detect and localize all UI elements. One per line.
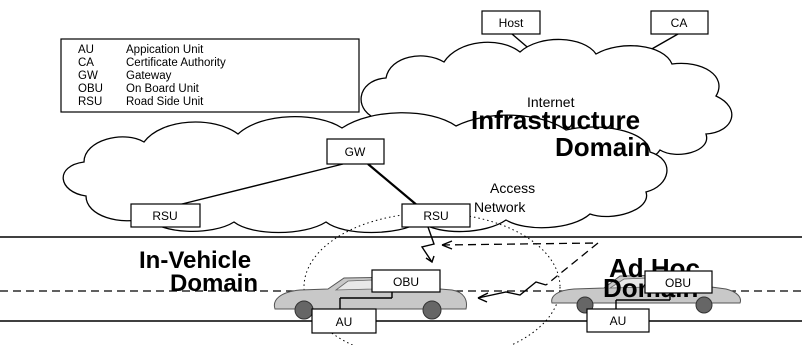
in-vehicle-domain-boundary xyxy=(303,212,561,345)
legend-abbr-gw: GW xyxy=(78,70,98,82)
car-left-wheel-rear xyxy=(422,300,442,320)
gw-node: GW xyxy=(326,138,385,165)
internet-label: Internet xyxy=(527,94,575,110)
ca-label: CA xyxy=(671,16,688,30)
access-network-cloud: Access Network xyxy=(62,112,668,234)
in-vehicle-domain-line2: Domain xyxy=(170,270,258,297)
rsu-obu-wireless-arrowhead xyxy=(425,255,435,264)
rsu-left-label: RSU xyxy=(152,209,177,223)
legend: AU Appication Unit CA Certificate Author… xyxy=(60,38,360,113)
infrastructure-domain-line1: Infrastructure xyxy=(471,105,640,135)
au-left-node: AU xyxy=(311,308,377,334)
legend-text-obu: On Board Unit xyxy=(126,83,200,95)
obu-left-node: OBU xyxy=(371,269,441,293)
rsu-left-node: RSU xyxy=(130,203,201,228)
car-left-wheel-front xyxy=(294,300,314,320)
gw-rsu-right-link xyxy=(367,163,419,207)
legend-frame xyxy=(60,38,360,113)
legend-text-gw: Gateway xyxy=(126,70,172,82)
legend-text-au: Appication Unit xyxy=(126,44,204,56)
infrastructure-domain-label: Infrastructure Domain xyxy=(471,105,650,162)
host-label: Host xyxy=(499,16,524,30)
gw-rsu-left-link xyxy=(177,163,344,206)
rsu-right-node: RSU xyxy=(401,203,471,228)
legend-text-ca: Certificate Authority xyxy=(126,57,226,69)
ad-hoc-link xyxy=(441,240,599,303)
rsu-obu-wireless-link xyxy=(420,226,435,263)
in-vehicle-domain-line1: In-Vehicle xyxy=(139,247,251,274)
access-network-label-line2: Network xyxy=(474,199,526,215)
legend-abbr-obu: OBU xyxy=(78,83,103,95)
au-right-node: AU xyxy=(586,308,650,333)
infrastructure-domain-line2: Domain xyxy=(555,132,650,162)
access-network-label-line1: Access xyxy=(490,180,535,196)
legend-abbr-au: AU xyxy=(78,44,94,56)
rsu-right-label: RSU xyxy=(423,209,448,223)
obu-left-label: OBU xyxy=(393,275,419,289)
au-left-label: AU xyxy=(336,315,353,329)
legend-text-rsu: Road Side Unit xyxy=(126,96,204,108)
au-right-label: AU xyxy=(610,314,627,328)
legend-abbr-rsu: RSU xyxy=(78,96,102,108)
car-right-wheel-rear xyxy=(695,296,713,314)
legend-abbr-ca: CA xyxy=(78,57,94,69)
obu-right-label: OBU xyxy=(665,276,691,290)
ca-node: CA xyxy=(650,10,709,35)
obu-right-node: OBU xyxy=(644,270,713,294)
gw-label: GW xyxy=(345,145,366,159)
in-vehicle-domain-label: In-Vehicle Domain xyxy=(139,247,258,297)
host-node: Host xyxy=(481,10,541,35)
